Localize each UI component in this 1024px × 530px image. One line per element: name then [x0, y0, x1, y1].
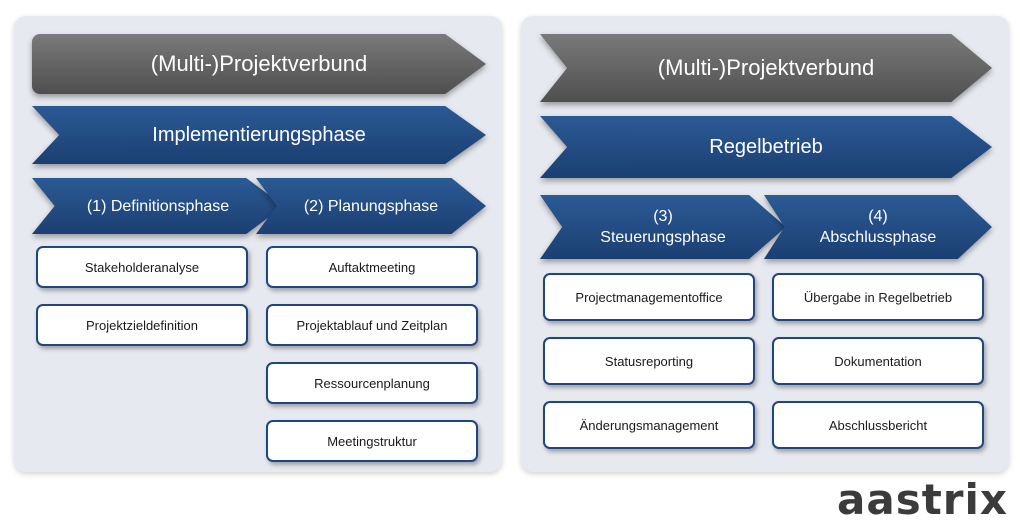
right-projektverbund-label: (Multi-)Projektverbund [657, 55, 875, 80]
ressourcenplanung-box: Ressourcenplanung [266, 362, 478, 404]
projektablauf-box: Projektablauf und Zeitplan [266, 304, 478, 346]
left-projektverbund-chevron: (Multi-)Projektverbund [32, 34, 486, 94]
left-projektverbund-label: (Multi-)Projektverbund [150, 51, 368, 76]
auftaktmeeting-box: Auftaktmeeting [266, 246, 478, 288]
implementierungsphase-chevron: Implementierungsphase [32, 106, 486, 164]
projectmanagementoffice-box: Projectmanagementoffice [543, 273, 755, 321]
meetingstruktur-box: Meetingstruktur [266, 420, 478, 462]
regelbetrieb-chevron: Regelbetrieb [540, 116, 992, 178]
steuerungsphase-label: (3) Steuerungsphase [600, 208, 726, 246]
definitionsphase-label: (1) Definitionsphase [86, 197, 230, 215]
dokumentation-box: Dokumentation [772, 337, 984, 385]
uebergabe-box: Übergabe in Regelbetrieb [772, 273, 984, 321]
abschlussphase-chevron: (4) Abschlussphase [764, 195, 992, 259]
right-projektverbund-chevron: (Multi-)Projektverbund [540, 34, 992, 102]
planungsphase-chevron: (2) Planungsphase [256, 178, 486, 234]
aastrix-logo: aastrix [837, 475, 1008, 524]
abschlussphase-label: (4) Abschlussphase [819, 208, 937, 246]
planungsphase-label: (2) Planungsphase [303, 197, 439, 215]
projektzieldefinition-box: Projektzieldefinition [36, 304, 248, 346]
regelbetrieb-label: Regelbetrieb [709, 135, 823, 158]
steuerungsphase-chevron: (3) Steuerungsphase [540, 195, 786, 259]
definitionsphase-chevron: (1) Definitionsphase [32, 178, 284, 234]
statusreporting-box: Statusreporting [543, 337, 755, 385]
abschlussbericht-box: Abschlussbericht [772, 401, 984, 449]
aenderungsmanagement-box: Änderungsmanagement [543, 401, 755, 449]
stakeholderanalyse-box: Stakeholderanalyse [36, 246, 248, 288]
implementierungsphase-label: Implementierungsphase [152, 123, 366, 146]
